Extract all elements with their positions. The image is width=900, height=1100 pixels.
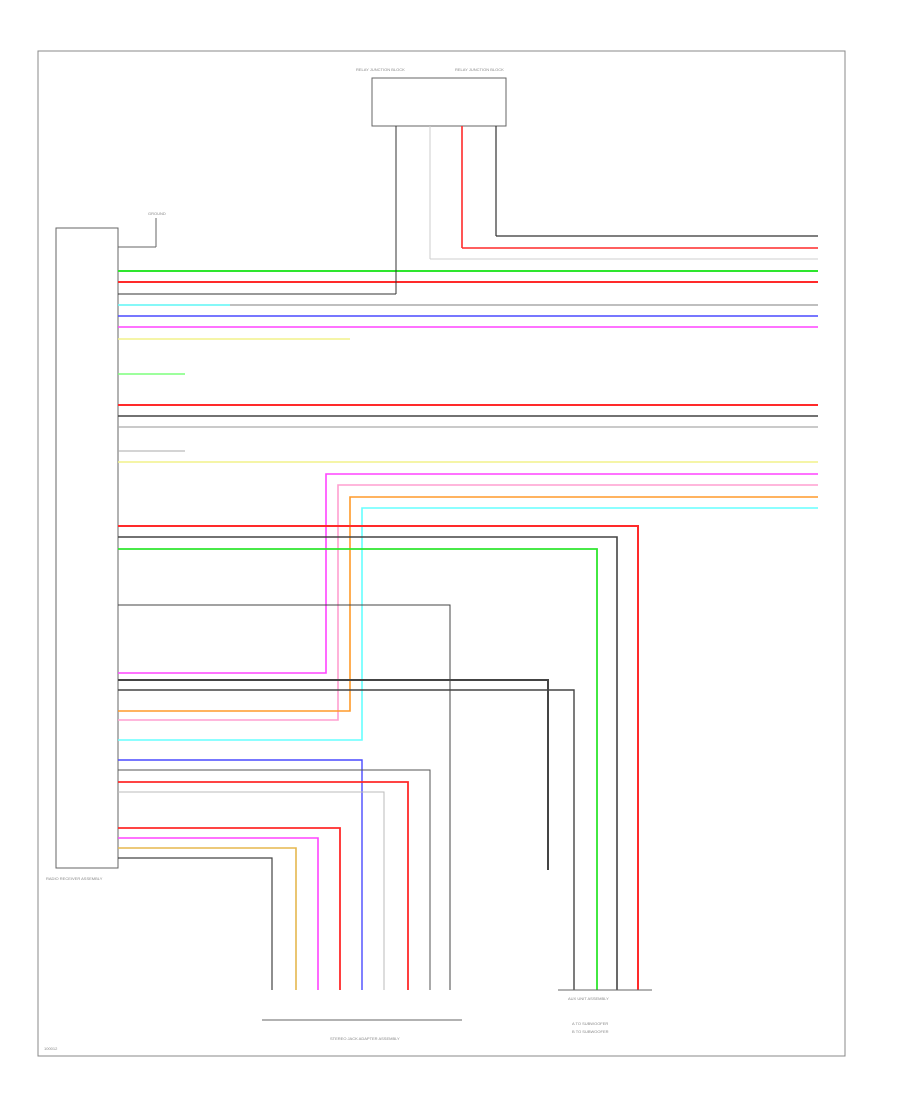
wire-gray2-st (118, 791, 385, 990)
top-box-right-label: RELAY JUNCTION BLOCK (455, 67, 504, 72)
note-a: A TO SUBWOOFER (572, 1021, 608, 1026)
wire-red2-st (118, 827, 341, 990)
wire-group-vertical-top (395, 126, 497, 294)
wire-black-aux (118, 536, 618, 990)
wire-lightblue-l (118, 507, 818, 741)
wire-red-st (118, 781, 409, 990)
wire-pink-l (118, 484, 818, 721)
wire-gray-st (118, 769, 431, 990)
wire-black-aux2 (118, 679, 549, 870)
top-relay-box (371, 77, 507, 127)
stereo-cable-label: STEREO JACK ADAPTER ASSEMBLY (330, 1036, 400, 1041)
wire-group-right-l (118, 473, 818, 741)
page-ref: 100012 (44, 1046, 58, 1051)
wire-violet-l (118, 473, 818, 674)
radio-receiver-box (55, 227, 119, 869)
wire-green-aux (118, 548, 598, 990)
wire-blue-st (118, 759, 363, 990)
wire-violet-st (118, 837, 319, 990)
wire-red-aux (118, 525, 639, 990)
wire-group-top (118, 235, 818, 463)
wire-gray-aux (118, 604, 451, 990)
note-b: B TO SUBWOOFER (572, 1029, 609, 1034)
wire-group-stereo (118, 759, 431, 990)
wire-tan-st (118, 847, 297, 990)
wire-group-aux (118, 525, 639, 990)
wire-black-aux3 (118, 689, 575, 990)
aux-unit-label: AUX UNIT ASSEMBLY (568, 996, 609, 1001)
wire-gray3-st (118, 857, 273, 990)
ground-label: GROUND (148, 211, 166, 216)
diagram-frame (37, 50, 846, 1057)
top-box-left-label: RELAY JUNCTION BLOCK (356, 67, 405, 72)
left-unit-label: RADIO RECEIVER ASSEMBLY (46, 876, 103, 881)
wire-orange-l (118, 496, 818, 712)
